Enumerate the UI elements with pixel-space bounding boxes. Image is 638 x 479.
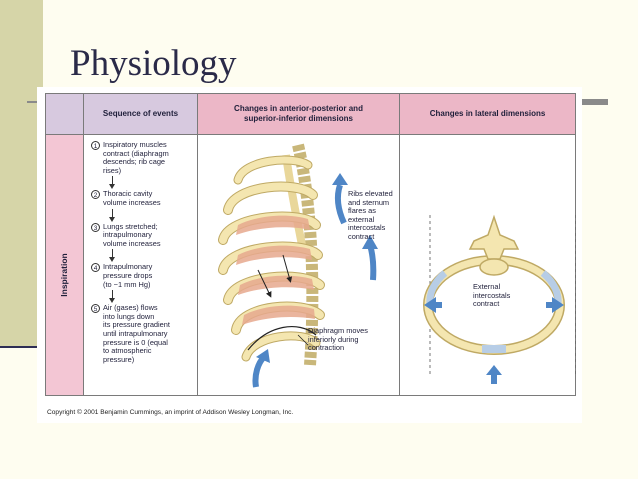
step-line: volume increases	[103, 238, 161, 248]
sequence-steps: 1 Inspiratory muscles contract (diaphrag…	[91, 140, 199, 364]
step-number: 1	[91, 141, 100, 150]
annotation-line: inferiorly during	[308, 334, 359, 344]
left-arrow-icon	[424, 297, 436, 313]
column-divider	[83, 135, 84, 395]
step-line: contract (diaphragm	[103, 148, 169, 158]
sternum-section	[482, 345, 506, 353]
step-line: rises)	[103, 165, 122, 175]
step-line: (to −1 mm Hg)	[103, 279, 151, 289]
step-line: pressure)	[103, 354, 135, 364]
step-line: its pressure gradient	[103, 320, 170, 330]
annotation-line: and sternum	[348, 197, 390, 207]
step-number: 2	[91, 190, 100, 200]
annotation-diaphragm: Diaphragm moves inferiorly during contra…	[308, 326, 368, 353]
header-corner	[46, 94, 83, 135]
annotation-line: flares as	[348, 206, 376, 216]
sternum	[282, 154, 306, 246]
up-arrow-icon	[252, 354, 267, 388]
step-line: pressure is 0 (equal	[103, 337, 168, 347]
vertebra	[468, 214, 520, 276]
annotation-line: External	[473, 282, 501, 291]
step-line: Intrapulmonary	[103, 262, 153, 272]
step-line: into lungs down	[103, 311, 155, 321]
header-lateral: Changes in lateral dimensions	[399, 94, 575, 135]
annotation-line: contract	[473, 299, 500, 309]
down-arrow-icon	[107, 208, 119, 222]
up-arrow-icon	[334, 184, 347, 225]
annotation-line: external	[348, 214, 375, 224]
rib-cage-illustration	[218, 143, 378, 388]
annotation-line: contraction	[308, 343, 345, 353]
header-ap-si: Changes in anterior-posterior and superi…	[197, 94, 399, 135]
step-line: volume increases	[103, 197, 161, 207]
slide-title: Physiology	[70, 43, 237, 84]
step-number: 4	[91, 263, 100, 273]
lateral-cross-section	[423, 214, 576, 384]
side-label-inspiration: Inspiration	[59, 253, 69, 297]
copyright-text: Copyright © 2001 Benjamin Cummings, an i…	[47, 409, 294, 416]
annotation-line: Ribs elevated	[348, 189, 393, 198]
figure-table: Sequence of events Changes in anterior-p…	[45, 93, 576, 396]
down-arrow-icon	[107, 290, 119, 304]
column-divider	[399, 135, 400, 395]
step-line: Lungs stretched;	[103, 221, 158, 231]
step-line: to atmospheric	[103, 346, 152, 356]
header-ap-si-line1: Changes in anterior-posterior and	[234, 104, 363, 113]
step-1: 1 Inspiratory muscles contract (diaphrag…	[91, 140, 199, 175]
step-line: pressure drops	[103, 270, 153, 280]
left-decorative-band	[0, 0, 43, 346]
inspiration-figure: Sequence of events Changes in anterior-p…	[37, 87, 582, 423]
up-arrow-icon	[367, 244, 377, 281]
down-arrow-icon	[107, 249, 119, 263]
step-line: Air (gases) flows	[103, 303, 158, 313]
step-number: 5	[91, 304, 100, 314]
diaphragm-line	[247, 326, 317, 351]
annotation-ribs: Ribs elevated and sternum flares as exte…	[348, 189, 393, 242]
left-band-underline	[0, 346, 43, 348]
step-line: Inspiratory muscles	[103, 140, 167, 149]
step-2: 2 Thoracic cavity volume increases	[91, 190, 199, 207]
step-number: 3	[91, 222, 100, 232]
right-arrow-icon	[552, 297, 564, 313]
step-4: 4 Intrapulmonary pressure drops (to −1 m…	[91, 263, 199, 289]
up-arrow-icon	[486, 365, 502, 375]
annotation-line: contract	[348, 231, 375, 241]
step-line: intrapulmonary	[103, 230, 152, 240]
annotation-external: External intercostals contract	[473, 282, 511, 309]
step-5: 5 Air (gases) flows into lungs down its …	[91, 304, 199, 364]
column-divider	[197, 135, 198, 395]
step-line: descends; rib cage	[103, 157, 166, 167]
title-rule-right	[582, 99, 608, 105]
step-line: Thoracic cavity	[103, 189, 153, 199]
header-ap-si-line2: superior-inferior dimensions	[244, 114, 353, 123]
annotation-line: intercostals	[348, 223, 386, 233]
title-rule-left	[27, 101, 39, 103]
side-label-cell: Inspiration	[46, 135, 83, 395]
step-3: 3 Lungs stretched; intrapulmonary volume…	[91, 221, 199, 249]
annotation-line: Diaphragm moves	[308, 326, 368, 335]
header-sequence: Sequence of events	[83, 94, 197, 135]
step-line: until intrapulmonary	[103, 328, 168, 338]
annotation-line: intercostals	[473, 290, 511, 300]
down-arrow-icon	[107, 176, 119, 190]
